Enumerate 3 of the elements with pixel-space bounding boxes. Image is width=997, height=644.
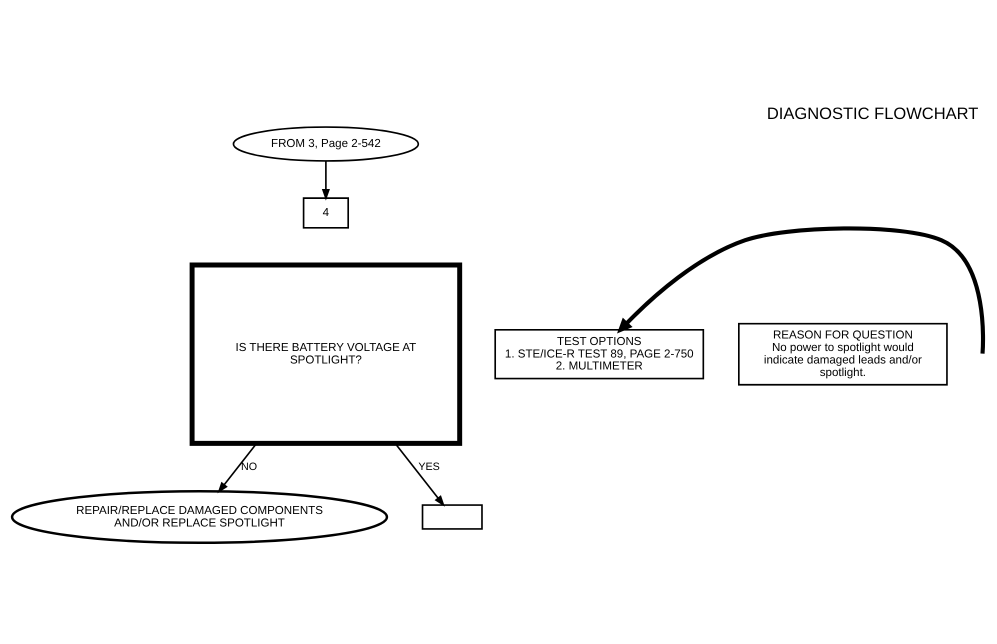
edge-label: NO — [241, 460, 258, 473]
diagram-title: DIAGNOSTIC FLOWCHART — [766, 104, 978, 122]
edge-label: YES — [418, 460, 440, 473]
